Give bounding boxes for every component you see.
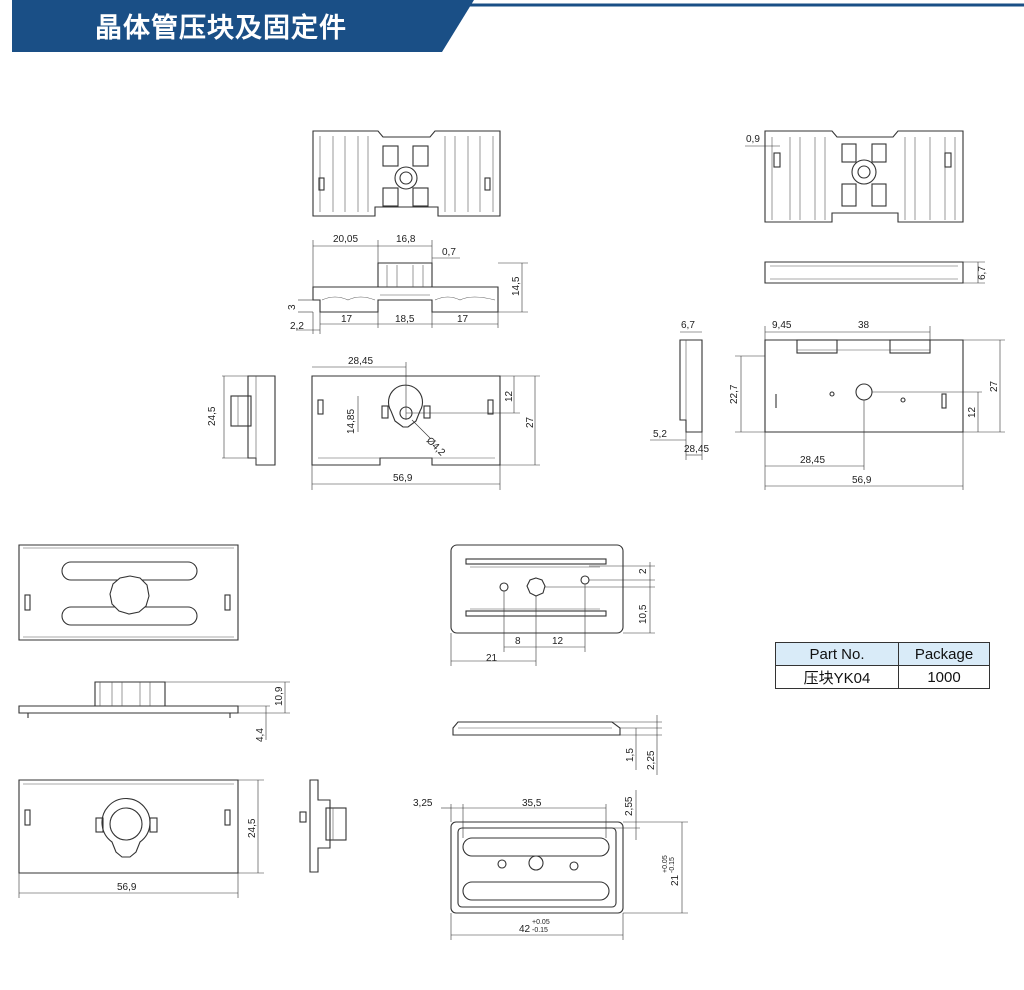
dim-label: 27 [989, 380, 1000, 392]
dim-label: 21 [486, 653, 498, 664]
dim-label: Ø4,2 [424, 435, 447, 458]
header-band [12, 0, 1024, 52]
view-center-top: 2 10,5 8 12 21 [450, 544, 655, 666]
dim-label: 38 [858, 320, 870, 331]
view-left-top-3d [18, 544, 239, 641]
dim-label: 16,8 [396, 234, 416, 245]
dim-label: 10,5 [638, 604, 649, 624]
dim-label: 28,45 [348, 356, 373, 367]
dim-label: 24,5 [207, 406, 218, 426]
dim-label: 9,45 [772, 320, 792, 331]
dim-label: 22,7 [729, 384, 740, 404]
dim-label: 3,25 [413, 798, 433, 809]
dim-label: 2,55 [624, 796, 635, 816]
table-row: 压块YK04 1000 [775, 665, 990, 689]
dim-tolerance: -0.15 [532, 927, 548, 934]
view-center-bottom: 3,25 35,5 2,55 21 +0.05 -0.15 42 +0.05 -… [413, 790, 688, 940]
table-header-part-no: Part No. [775, 642, 899, 666]
dim-label: 28,45 [684, 444, 709, 455]
dim-label: 35,5 [522, 798, 542, 809]
dim-label: 2,2 [290, 321, 304, 332]
dim-label: 17 [457, 314, 469, 325]
dim-label: 5,2 [653, 429, 667, 440]
view-right-bottom: 9,45 38 22,7 27 12 28,45 56,9 [729, 320, 1005, 490]
view-right-end: 6,7 5,2 28,45 [650, 320, 709, 460]
dim-label: 2,25 [646, 750, 657, 770]
dim-tolerance: +0.05 [662, 855, 669, 873]
dim-label: 4,4 [255, 728, 266, 742]
view-center-side: 1,5 2,25 [452, 715, 662, 775]
dim-label: 8 [515, 636, 521, 647]
dim-label: 42 [519, 924, 531, 935]
dim-label: 56,9 [117, 882, 137, 893]
view-side-small [222, 375, 276, 466]
dim-label: 14,5 [511, 276, 522, 296]
dim-tolerance: -0.15 [669, 857, 676, 873]
dim-label: 24,5 [247, 818, 258, 838]
view-top-plan [312, 130, 501, 217]
parts-table: Part No. Package 压块YK04 1000 [775, 642, 990, 689]
dim-label: 6,7 [977, 266, 988, 280]
view-left-bottom: 24,5 56,9 [18, 779, 264, 898]
dim-label: 12 [504, 390, 515, 402]
part-no-cell: 压块YK04 [775, 665, 899, 689]
dim-label: 20,05 [333, 234, 358, 245]
dim-label: 12 [552, 636, 564, 647]
view-right-side: 6,7 [764, 261, 988, 284]
table-header-package: Package [898, 642, 990, 666]
page-title: 晶体管压块及固定件 [95, 13, 347, 44]
dim-label: 0,7 [442, 247, 456, 258]
dim-tolerance: +0.05 [532, 919, 550, 926]
dim-label: 2 [638, 568, 649, 574]
dim-label: 3 [287, 304, 298, 310]
dim-label: 14,85 [346, 409, 357, 434]
dim-label: 1,5 [625, 748, 636, 762]
dim-label: 17 [341, 314, 353, 325]
view-left-end [299, 779, 347, 873]
dim-label: 28,45 [800, 455, 825, 466]
view-right-plan: 0,9 [745, 130, 964, 223]
dim-label: 56,9 [852, 475, 872, 486]
view-side-elevation: 20,05 16,8 0,7 14,5 3 2,2 17 18,5 17 [287, 234, 528, 334]
package-cell: 1000 [898, 665, 990, 689]
dim-label: 18,5 [395, 314, 415, 325]
dim-label: 6,7 [681, 320, 695, 331]
dim-label: 21 [670, 874, 681, 886]
dim-label: 12 [967, 406, 978, 418]
dim-label: 10,9 [274, 686, 285, 706]
dim-label: 0,9 [746, 134, 760, 145]
dim-label: 27 [525, 416, 536, 428]
view-left-side: 10,9 4,4 [18, 681, 290, 742]
dim-label: 56,9 [393, 473, 413, 484]
